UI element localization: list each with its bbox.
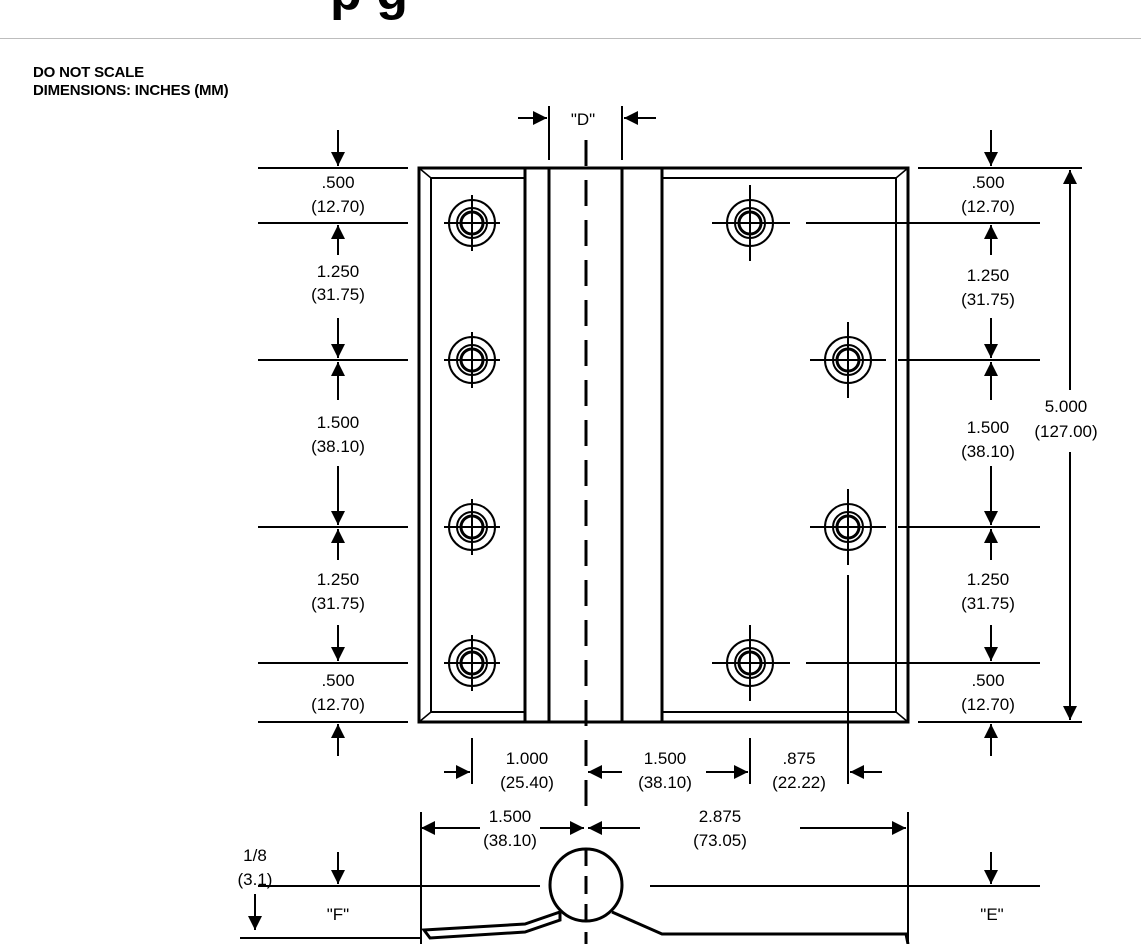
dim-bottom-a-mm: (25.40) — [500, 773, 554, 792]
dim-left-s3-in: 1.250 — [317, 570, 360, 589]
dim-thickness-in: 1/8 — [243, 846, 267, 865]
dim-left-bot-in: .500 — [321, 671, 354, 690]
left-leaf-bevel — [430, 177, 526, 713]
dim-right-bot-mm: (12.70) — [961, 695, 1015, 714]
hole-left-1 — [444, 195, 500, 251]
dim-left-s1-mm: (31.75) — [311, 285, 365, 304]
page-title-fragment: p g — [330, 0, 408, 22]
hinge-barrel — [523, 166, 664, 724]
dim-left-bot-mm: (12.70) — [311, 695, 365, 714]
hole-right-3 — [810, 489, 886, 565]
dim-bottom-a-in: 1.000 — [506, 749, 549, 768]
hole-right-2 — [810, 322, 886, 398]
dim-side-right-in: 2.875 — [699, 807, 742, 826]
label-d: "D" — [571, 110, 595, 129]
dim-left-top-mm: (12.70) — [311, 197, 365, 216]
dim-left-s1-in: 1.250 — [317, 262, 360, 281]
hinge-front-view — [417, 140, 910, 808]
dim-right-s3-mm: (31.75) — [961, 594, 1015, 613]
dim-right-bot-in: .500 — [971, 671, 1004, 690]
note-dimensions-units: DIMENSIONS: INCHES (MM) — [33, 82, 229, 99]
hole-right-1 — [712, 185, 790, 261]
label-f: "F" — [327, 905, 349, 924]
dimension-labels: "D" .500 (12.70) 1.250 (31.75) 1.500 (38… — [238, 110, 1098, 924]
dim-right-s3-in: 1.250 — [967, 570, 1010, 589]
hole-left-3 — [444, 499, 500, 555]
dim-bottom-c-mm: (22.22) — [772, 773, 826, 792]
right-leaf-outline — [660, 166, 910, 724]
dim-left-s3-mm: (31.75) — [311, 594, 365, 613]
dim-left-s2-mm: (38.10) — [311, 437, 365, 456]
hole-right-4 — [712, 625, 790, 701]
dim-bottom-b-in: 1.500 — [644, 749, 687, 768]
header-divider — [0, 38, 1141, 39]
dimension-arrows — [248, 111, 1077, 930]
extension-lines — [258, 106, 1082, 784]
dim-side-left-mm: (38.10) — [483, 831, 537, 850]
dim-right-top-mm: (12.70) — [961, 197, 1015, 216]
dim-right-top-in: .500 — [971, 173, 1004, 192]
label-e: "E" — [980, 905, 1003, 924]
dim-bottom-c-in: .875 — [782, 749, 815, 768]
dim-overall-in: 5.000 — [1045, 397, 1088, 416]
hole-left-2 — [444, 332, 500, 388]
dim-right-s2-mm: (38.10) — [961, 442, 1015, 461]
dim-right-s1-in: 1.250 — [967, 266, 1010, 285]
hinge-side-view — [240, 812, 1040, 944]
dim-overall-mm: (127.00) — [1034, 422, 1097, 441]
dim-side-right-mm: (73.05) — [693, 831, 747, 850]
dim-right-s2-in: 1.500 — [967, 418, 1010, 437]
note-do-not-scale: DO NOT SCALE — [33, 64, 144, 81]
right-leaf-bevel — [661, 177, 897, 713]
dim-thickness-mm: (3.1) — [238, 870, 273, 889]
dim-right-s1-mm: (31.75) — [961, 290, 1015, 309]
dim-left-top-in: .500 — [321, 173, 354, 192]
screw-holes — [444, 185, 886, 701]
dim-bottom-b-mm: (38.10) — [638, 773, 692, 792]
dim-left-s2-in: 1.500 — [317, 413, 360, 432]
hole-left-4 — [444, 635, 500, 691]
dim-side-left-in: 1.500 — [489, 807, 532, 826]
